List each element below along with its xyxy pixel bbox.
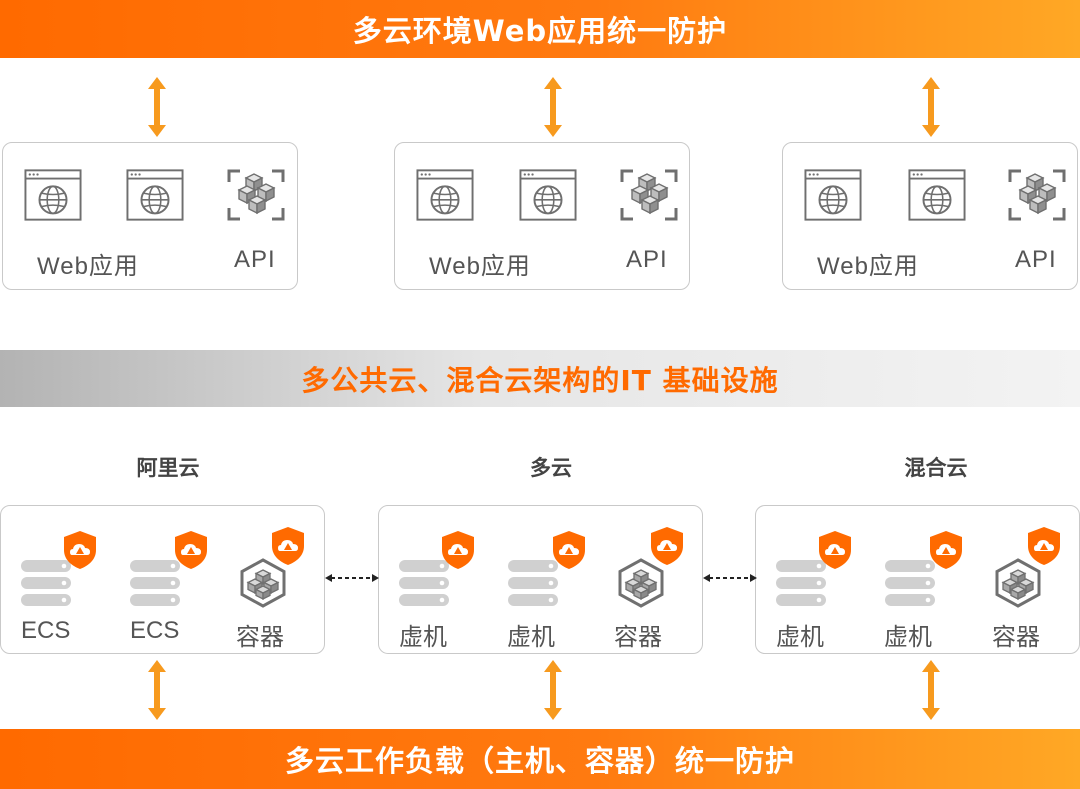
web-app-icon xyxy=(126,168,184,226)
api-label: API xyxy=(626,246,668,273)
workload-label: 虚机 xyxy=(399,624,447,651)
web-app-icon xyxy=(908,168,966,226)
workload-label: ECS xyxy=(130,617,180,644)
workload-label: 虚机 xyxy=(884,624,932,651)
shield-icon xyxy=(649,526,685,570)
app-group: Web应用 API xyxy=(2,142,298,290)
web-app-label: Web应用 xyxy=(817,253,919,280)
infra-group: ECS ECS 容器 xyxy=(0,505,325,654)
app-group: Web应用 API xyxy=(782,142,1078,290)
shield-icon xyxy=(62,530,98,574)
workload-label: ECS xyxy=(21,617,71,644)
dashed-link xyxy=(325,570,379,589)
double-arrow-icon xyxy=(922,660,940,720)
shield-icon xyxy=(817,530,853,574)
web-app-icon xyxy=(804,168,862,226)
api-icon xyxy=(1007,168,1067,226)
app-group: Web应用 API xyxy=(394,142,690,290)
middle-banner: 多公共云、混合云架构的IT 基础设施 xyxy=(0,350,1080,407)
workload-label: 容器 xyxy=(614,624,662,651)
api-icon xyxy=(226,168,286,226)
api-icon xyxy=(619,168,679,226)
shield-icon xyxy=(270,526,306,570)
web-app-icon xyxy=(519,168,577,226)
middle-banner-title: 多公共云、混合云架构的IT 基础设施 xyxy=(301,363,779,397)
top-banner-title: 多云环境Web应用统一防护 xyxy=(352,14,728,48)
api-label: API xyxy=(1015,246,1057,273)
shield-icon xyxy=(173,530,209,574)
workload-label: 虚机 xyxy=(776,624,824,651)
web-app-icon xyxy=(416,168,474,226)
workload-label: 虚机 xyxy=(507,624,555,651)
top-banner: 多云环境Web应用统一防护 xyxy=(0,0,1080,58)
dashed-link xyxy=(703,570,757,589)
workload-label: 容器 xyxy=(992,624,1040,651)
double-arrow-icon xyxy=(148,660,166,720)
double-arrow-icon xyxy=(544,660,562,720)
web-app-icon xyxy=(24,168,82,226)
infra-title: 混合云 xyxy=(904,456,968,480)
infra-title: 多云 xyxy=(530,456,572,480)
bottom-banner-title: 多云工作负载（主机、容器）统一防护 xyxy=(284,744,795,778)
double-arrow-icon xyxy=(148,77,166,137)
shield-icon xyxy=(1026,526,1062,570)
double-arrow-icon xyxy=(922,77,940,137)
web-app-label: Web应用 xyxy=(429,253,531,280)
infra-group: 虚机 虚机 容器 xyxy=(755,505,1080,654)
shield-icon xyxy=(928,530,964,574)
bottom-banner: 多云工作负载（主机、容器）统一防护 xyxy=(0,729,1080,789)
shield-icon xyxy=(440,530,476,574)
double-arrow-icon xyxy=(544,77,562,137)
infra-title: 阿里云 xyxy=(136,456,200,480)
shield-icon xyxy=(551,530,587,574)
api-label: API xyxy=(234,246,276,273)
infra-group: 虚机 虚机 容器 xyxy=(378,505,703,654)
web-app-label: Web应用 xyxy=(37,253,139,280)
workload-label: 容器 xyxy=(236,624,284,651)
